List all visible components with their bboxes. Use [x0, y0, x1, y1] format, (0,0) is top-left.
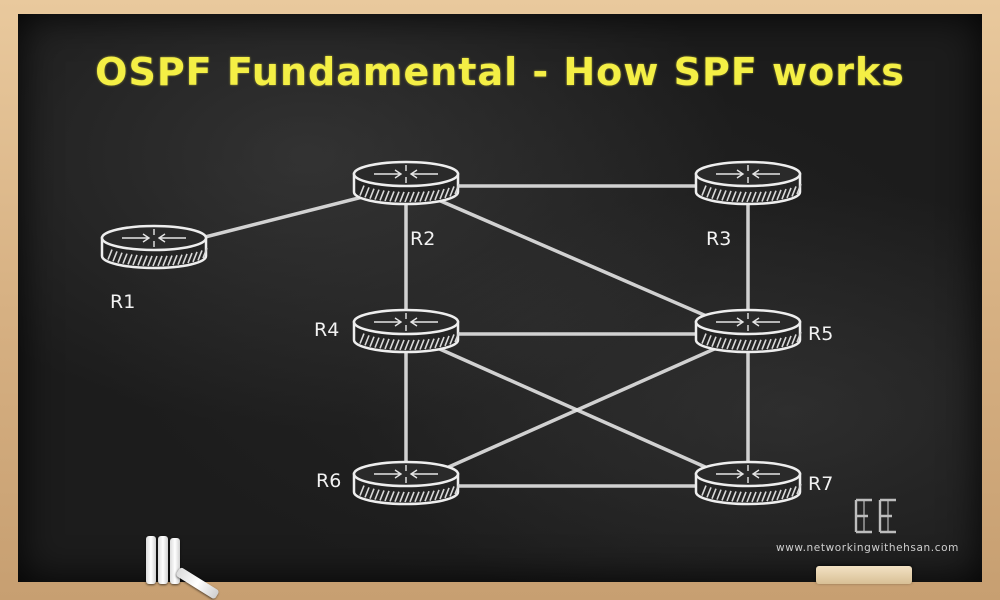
- router-label: R4: [314, 319, 339, 341]
- router-label: R3: [706, 228, 731, 250]
- eraser: [816, 566, 912, 584]
- link-r2-r5: [404, 184, 750, 336]
- router-icon: [694, 460, 802, 506]
- router-r1[interactable]: R1: [100, 224, 208, 313]
- router-r5[interactable]: R5: [694, 308, 833, 354]
- router-icon: [352, 160, 460, 206]
- router-r4[interactable]: R4: [314, 308, 460, 354]
- chalk-stick: [170, 538, 180, 584]
- link-r5-r6: [404, 332, 750, 488]
- router-icon: [100, 224, 208, 270]
- page-title: OSPF Fundamental - How SPF works: [95, 50, 905, 94]
- router-label: R2: [410, 228, 435, 250]
- router-label: R1: [110, 291, 135, 313]
- chalkboard: [18, 14, 982, 582]
- router-label: R5: [808, 323, 833, 345]
- chalk-stick: [158, 536, 168, 584]
- router-r2[interactable]: R2: [352, 160, 460, 250]
- router-label: R7: [808, 473, 833, 495]
- router-label: R6: [316, 470, 341, 492]
- router-r6[interactable]: R6: [316, 460, 460, 506]
- ehsan-logo-icon: [854, 498, 896, 534]
- website-url: www.networkingwithehsan.com: [776, 542, 959, 554]
- chalk-stick: [146, 536, 156, 584]
- router-icon: [694, 160, 802, 206]
- router-icon: [694, 308, 802, 354]
- router-r3[interactable]: R3: [694, 160, 802, 250]
- router-icon: [352, 308, 460, 354]
- router-r7[interactable]: R7: [694, 460, 833, 506]
- router-icon: [352, 460, 460, 506]
